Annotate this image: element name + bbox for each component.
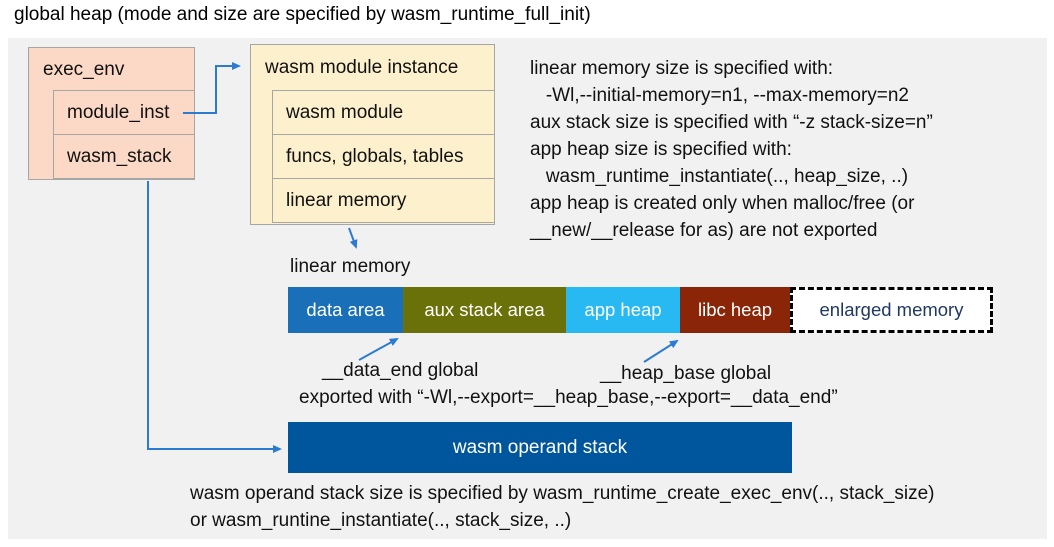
note-line: aux stack size is specified with “-z sta… — [530, 112, 933, 133]
memory-segment-libc-heap: libc heap — [680, 287, 790, 333]
wasm-module-instance-header: wasm module instance — [265, 57, 459, 78]
linear-memory-label: linear memory — [290, 256, 411, 277]
data-end-global-label: __data_end global — [322, 360, 479, 381]
operand-stack-size-note: wasm operand stack size is specified by … — [190, 480, 935, 534]
wasm-module-instance-box: wasm module instance wasm module funcs, … — [250, 44, 495, 225]
module-instance-row-wasm-module: wasm module — [272, 90, 495, 135]
memory-segment-enlarged-memory: enlarged memory — [790, 287, 993, 333]
note-line: app heap size is specified with: — [530, 139, 792, 160]
wasm-operand-stack-label: wasm operand stack — [452, 436, 628, 458]
note-line: wasm_runtime_instantiate(.., heap_size, … — [530, 166, 909, 187]
module-instance-row-funcs-globals-tables: funcs, globals, tables — [272, 134, 495, 179]
note-line: __new/__release for as) are not exported — [530, 220, 878, 241]
wasm-operand-stack-bar: wasm operand stack — [288, 422, 792, 473]
note-line: wasm operand stack size is specified by … — [190, 483, 935, 504]
heap-base-global-label: __heap_base global — [600, 363, 772, 384]
exec-env-row-module-inst: module_inst — [53, 90, 195, 135]
exported-with-label: exported with “-Wl,--export=__heap_base,… — [299, 387, 838, 408]
size-notes-block: linear memory size is specified with: -W… — [530, 55, 933, 244]
exec-env-row-wasm-stack: wasm_stack — [53, 134, 195, 179]
memory-segment-aux-stack-area: aux stack area — [403, 287, 566, 333]
note-line: or wasm_runtine_instantiate(.., stack_si… — [190, 510, 572, 531]
note-line: -Wl,--initial-memory=n1, --max-memory=n2 — [530, 85, 909, 106]
diagram-title: global heap (mode and size are specified… — [14, 4, 591, 25]
note-line: linear memory size is specified with: — [530, 58, 834, 79]
memory-segment-app-heap: app heap — [566, 287, 680, 333]
module-instance-row-linear-memory: linear memory — [272, 178, 495, 223]
memory-segment-data-area: data area — [288, 287, 403, 333]
exec-env-box: exec_env module_inst wasm_stack — [28, 47, 195, 180]
note-line: app heap is created only when malloc/fre… — [530, 193, 915, 214]
exec-env-header: exec_env — [43, 58, 125, 80]
linear-memory-bar: data area aux stack area app heap libc h… — [288, 287, 993, 333]
